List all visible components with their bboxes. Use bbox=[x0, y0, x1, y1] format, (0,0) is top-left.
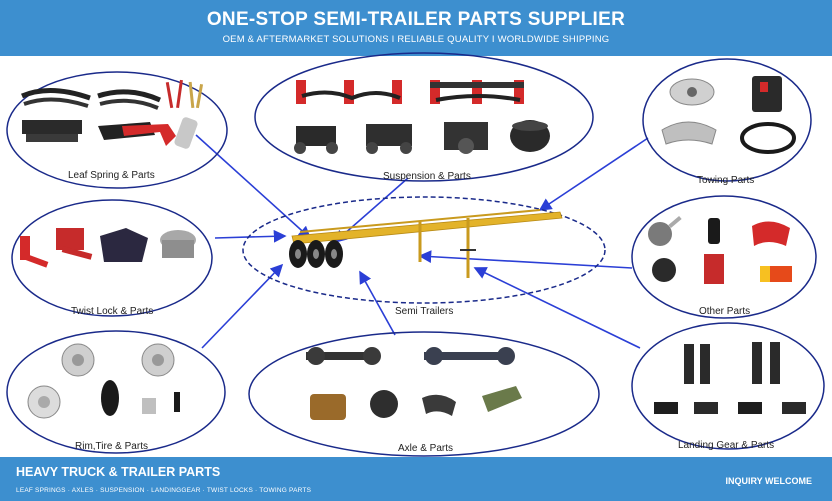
suspension-oval bbox=[254, 52, 594, 182]
landing-gear-products bbox=[654, 342, 806, 414]
axle-oval bbox=[248, 331, 600, 457]
label-towing: Towing Parts bbox=[697, 175, 755, 186]
footer-banner: HEAVY TRUCK & TRAILER PARTS LEAF SPRINGS… bbox=[0, 457, 832, 501]
label-rim-tire: Rim,Tire & Parts bbox=[75, 441, 148, 452]
connector-arrows bbox=[195, 134, 649, 349]
leaf-spring-products bbox=[21, 79, 204, 149]
suspension-products bbox=[294, 80, 550, 154]
footer-title: HEAVY TRUCK & TRAILER PARTS bbox=[16, 465, 221, 479]
header-banner: ONE-STOP SEMI-TRAILER PARTS SUPPLIER OEM… bbox=[0, 0, 832, 56]
label-leaf-spring: Leaf Spring & Parts bbox=[68, 170, 155, 181]
twist-lock-oval bbox=[11, 199, 213, 317]
towing-products bbox=[661, 76, 796, 154]
twist-lock-products bbox=[20, 228, 196, 268]
semi-trailer-image bbox=[289, 209, 563, 278]
label-suspension: Suspension & Parts bbox=[383, 171, 471, 182]
page-subtitle: OEM & AFTERMARKET SOLUTIONS I RELIABLE Q… bbox=[222, 34, 610, 45]
other-parts-products bbox=[648, 215, 792, 284]
rim-tire-oval bbox=[6, 330, 226, 454]
rim-tire-products bbox=[27, 343, 180, 419]
label-other-parts: Other Parts bbox=[699, 306, 751, 317]
inquiry-text: INQUIRY WELCOME bbox=[725, 476, 812, 486]
towing-oval bbox=[642, 58, 812, 182]
label-landing-gear: Landing Gear & Parts bbox=[678, 440, 775, 451]
label-twist-lock: Twist Lock & Parts bbox=[71, 306, 154, 317]
footer-subtitle: LEAF SPRINGS · AXLES · SUSPENSION · LAND… bbox=[16, 487, 312, 494]
page-title: ONE-STOP SEMI-TRAILER PARTS SUPPLIER bbox=[206, 9, 626, 30]
landing-gear-oval bbox=[631, 322, 825, 450]
leaf-spring-oval bbox=[6, 71, 228, 189]
semi-trailer-oval bbox=[242, 196, 606, 304]
label-axle: Axle & Parts bbox=[398, 443, 454, 454]
other-parts-oval bbox=[631, 195, 817, 319]
axle-products bbox=[306, 347, 522, 420]
label-semi-trailers: Semi Trailers bbox=[395, 306, 454, 317]
